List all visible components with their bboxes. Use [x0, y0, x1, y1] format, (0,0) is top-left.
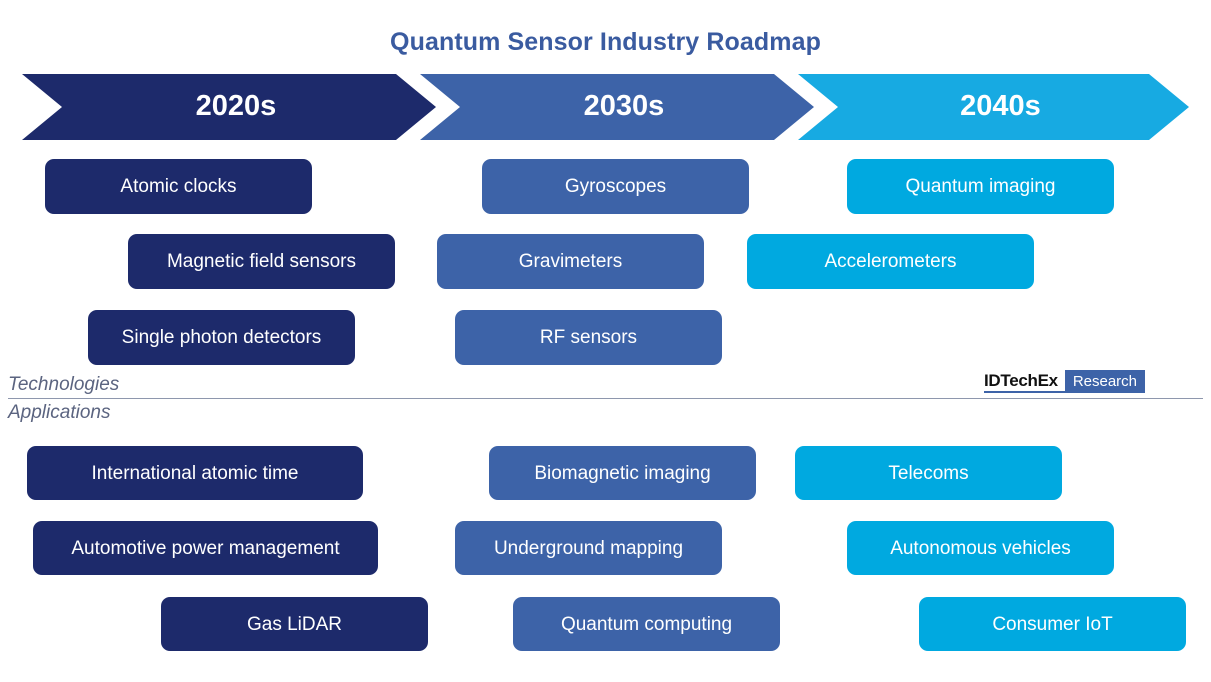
era-label-2020s: 2020s — [195, 89, 277, 122]
era-label-2040s: 2040s — [960, 89, 1041, 122]
idtechex-research-badge: Research — [1064, 370, 1146, 393]
application-pill: Consumer IoT — [919, 597, 1186, 651]
era-segment-2030s: 2030s — [420, 74, 814, 140]
era-label-2030s: 2030s — [583, 89, 665, 122]
technology-pill: Gravimeters — [437, 234, 704, 289]
era-banner: 2020s 2030s 2040s — [22, 74, 1189, 140]
technology-pill: RF sensors — [455, 310, 722, 365]
section-label-applications: Applications — [8, 402, 111, 423]
application-pill: Telecoms — [795, 446, 1062, 500]
idtechex-wordmark: IDTechEx — [984, 370, 1065, 393]
technology-pill: Quantum imaging — [847, 159, 1114, 214]
section-divider — [8, 398, 1203, 399]
application-pill: Automotive power management — [33, 521, 378, 575]
application-pill: Underground mapping — [455, 521, 722, 575]
technology-pill: Accelerometers — [747, 234, 1034, 289]
technology-pill: Gyroscopes — [482, 159, 749, 214]
technology-pill: Atomic clocks — [45, 159, 312, 214]
technology-pill: Single photon detectors — [88, 310, 355, 365]
application-pill: International atomic time — [27, 446, 363, 500]
application-pill: Autonomous vehicles — [847, 521, 1114, 575]
application-pill: Gas LiDAR — [161, 597, 428, 651]
page-title: Quantum Sensor Industry Roadmap — [390, 28, 821, 56]
era-segment-2040s: 2040s — [798, 74, 1189, 140]
era-segment-2020s: 2020s — [22, 74, 436, 140]
technology-pill: Magnetic field sensors — [128, 234, 395, 289]
application-pill: Quantum computing — [513, 597, 780, 651]
application-pill: Biomagnetic imaging — [489, 446, 756, 500]
section-label-technologies: Technologies — [8, 374, 120, 395]
idtechex-logo: IDTechEx Research — [984, 370, 1146, 393]
